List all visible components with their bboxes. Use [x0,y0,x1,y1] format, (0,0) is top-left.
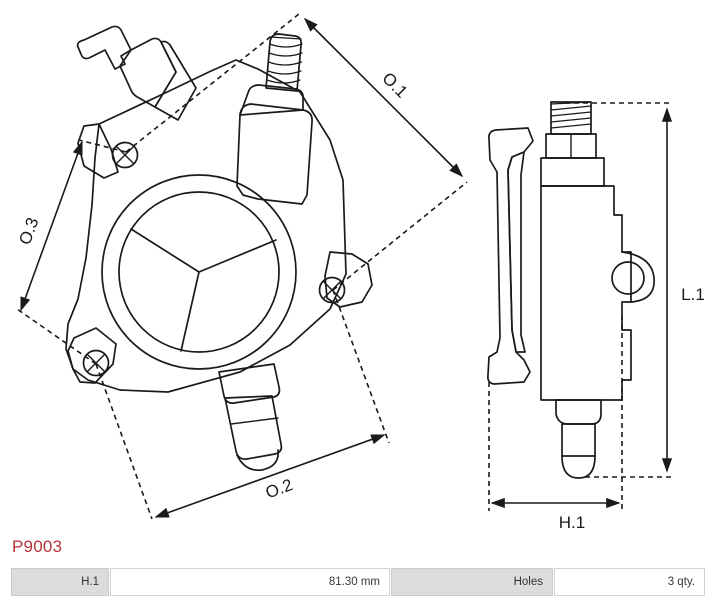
connector-tab [76,25,132,70]
o2-dimension-line [154,434,386,518]
mounting-hole-right [318,276,346,304]
spec-value-holes: 3 qty. [554,568,705,596]
dimension-label-o3: O.3 [15,215,42,247]
o3-extension-lines [16,139,127,365]
connector-lever [76,25,197,121]
central-hub [101,174,297,370]
side-spigot-tip [561,455,596,479]
connector-body [119,37,177,108]
spigot-barrel [224,395,283,460]
mounting-hole-bottom-left [82,349,110,377]
drawing-svg: O.1 O.2 O.3 L.1 [15,13,705,532]
l1-extension-lines [565,102,672,478]
spec-label-h1: H.1 [11,568,109,596]
connector-face [154,40,197,121]
outlet-spigot [218,363,283,472]
side-top-flange [540,157,605,187]
o1-extension-lines [125,13,468,291]
dimension-label-l1: L.1 [681,285,705,304]
front-view-group [65,25,373,472]
threaded-inlet-port [236,33,313,205]
dimension-label-o2: O.2 [263,475,295,502]
mounting-hole-top-left [111,141,139,169]
side-body-main [540,185,632,401]
dimension-label-h1: H.1 [559,513,585,532]
side-spigot-base [555,399,602,425]
h1-extension-lines [488,315,623,511]
spec-label-holes: Holes [391,568,553,596]
port-collar [239,84,304,116]
hub-outer-ring [101,174,297,370]
thread-lines [266,43,303,84]
spigot-tip [236,449,280,472]
table-row: H.1 81.30 mm Holes 3 qty. [11,568,705,596]
spec-value-h1: 81.30 mm [110,568,390,596]
side-bracket-inner [507,151,526,353]
part-number-label: P9003 [12,537,63,556]
port-thread-shank [265,33,302,92]
o2-extension-lines [95,289,390,520]
hub-spokes [130,228,277,352]
side-spigot-barrel [561,423,596,457]
o1-dimension-line [303,17,464,178]
technical-drawing-canvas: O.1 O.2 O.3 L.1 [15,13,705,532]
side-bracket [487,127,534,385]
mounting-ear-right [324,251,373,308]
spec-table-body: H.1 81.30 mm Holes 3 qty. [11,568,705,596]
hub-inner-ring [118,191,280,353]
side-mounting-hole [611,261,645,295]
specification-table: H.1 81.30 mm Holes 3 qty. [10,568,706,596]
side-view-group [487,101,655,479]
side-thread-lines [550,101,592,129]
side-mounting-ear [621,251,655,303]
o3-dimension-line [20,140,83,312]
